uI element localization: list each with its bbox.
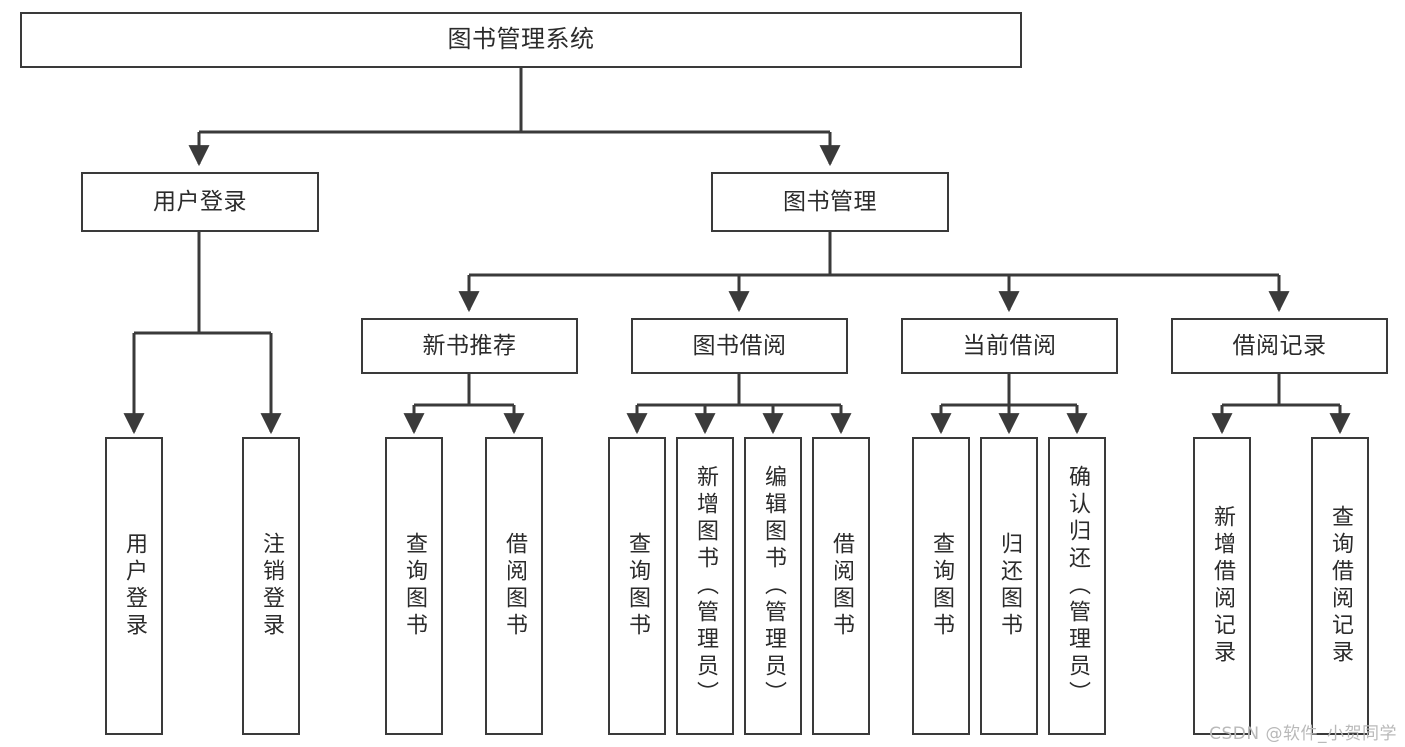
leaf-borrow-query-book[interactable]: 查询图书 [608, 437, 666, 735]
leaf-record-add-borrow-record[interactable]: 新增借阅记录 [1193, 437, 1251, 735]
node-label: 借阅图书 [502, 532, 527, 640]
node-label: 查询图书 [625, 532, 650, 640]
node-label: 借阅图书 [829, 532, 854, 640]
node-label: 新增图书（管理员） [693, 464, 718, 708]
leaf-borrow-edit-book-admin[interactable]: 编辑图书（管理员） [744, 437, 802, 735]
node-label: 新书推荐 [422, 332, 517, 359]
node-label: 借阅记录 [1232, 332, 1327, 359]
leaf-borrow-add-book-admin[interactable]: 新增图书（管理员） [676, 437, 734, 735]
node-label: 注销登录 [259, 532, 284, 640]
node-label: 编辑图书（管理员） [761, 464, 786, 708]
leaf-recommend-borrow-book[interactable]: 借阅图书 [485, 437, 543, 735]
watermark-text: CSDN @软件_小贺同学 [1209, 724, 1397, 744]
node-label: 当前借阅 [962, 332, 1057, 359]
leaf-user-logout[interactable]: 注销登录 [242, 437, 300, 735]
node-label: 查询图书 [402, 532, 427, 640]
leaf-borrow-borrow-book[interactable]: 借阅图书 [812, 437, 870, 735]
node-label: 查询图书 [929, 532, 954, 640]
leaf-current-confirm-return-admin[interactable]: 确认归还（管理员） [1048, 437, 1106, 735]
leaf-recommend-query-book[interactable]: 查询图书 [385, 437, 443, 735]
node-label: 查询借阅记录 [1328, 505, 1353, 667]
node-book-borrow[interactable]: 图书借阅 [631, 318, 848, 374]
leaf-record-query-borrow-record[interactable]: 查询借阅记录 [1311, 437, 1369, 735]
node-label: 新增借阅记录 [1210, 505, 1235, 667]
node-label: 归还图书 [997, 532, 1022, 640]
leaf-current-query-book[interactable]: 查询图书 [912, 437, 970, 735]
node-label: 图书管理系统 [447, 25, 595, 54]
node-label: 图书借阅 [692, 332, 787, 359]
node-label: 图书管理 [783, 188, 877, 215]
node-label: 确认归还（管理员） [1065, 464, 1090, 708]
node-root-book-management-system[interactable]: 图书管理系统 [20, 12, 1022, 68]
node-user-login[interactable]: 用户登录 [81, 172, 319, 232]
leaf-current-return-book[interactable]: 归还图书 [980, 437, 1038, 735]
node-label: 用户登录 [153, 188, 247, 215]
node-current-borrow[interactable]: 当前借阅 [901, 318, 1118, 374]
leaf-user-login[interactable]: 用户登录 [105, 437, 163, 735]
node-borrow-record[interactable]: 借阅记录 [1171, 318, 1388, 374]
node-book-management[interactable]: 图书管理 [711, 172, 949, 232]
node-label: 用户登录 [122, 532, 147, 640]
node-new-book-recommend[interactable]: 新书推荐 [361, 318, 578, 374]
